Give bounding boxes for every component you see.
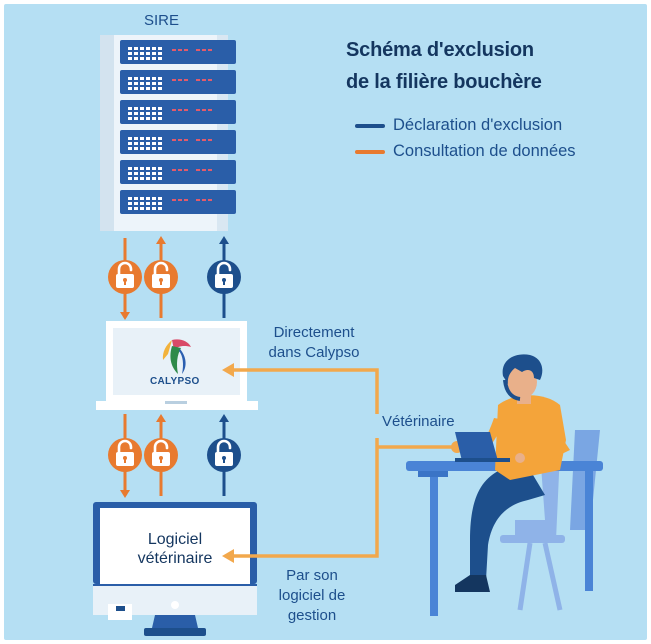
connector-to-vet — [377, 441, 463, 453]
legend-item-declaration: Déclaration d'exclusion — [355, 116, 562, 135]
connector-software — [222, 438, 379, 563]
path-software-line3: gestion — [287, 607, 337, 624]
lock-icon — [205, 436, 243, 474]
calypso-logo-text: CALYPSO — [150, 376, 200, 387]
diagram-title-line1: Schéma d'exclusion — [346, 39, 534, 61]
unlock-icon — [142, 436, 180, 474]
path-direct-label: Directement dans Calypso — [255, 323, 373, 363]
veterinarian-illustration — [406, 354, 603, 616]
connector-direct — [222, 363, 379, 414]
legend-swatch-navy — [355, 123, 385, 128]
server-rack-icon — [100, 35, 236, 231]
legend-item-consultation: Consultation de données — [355, 142, 576, 161]
path-direct-line2: dans Calypso — [268, 344, 360, 361]
diagram-title-line2: de la filière bouchère — [346, 71, 542, 93]
unlock-icon — [106, 258, 144, 296]
path-software-line2: logiciel de — [278, 587, 346, 604]
calypso-logo — [162, 339, 191, 374]
path-direct-line1: Directement — [273, 324, 355, 341]
monitor-icon — [93, 502, 257, 636]
veterinarian-label: Vétérinaire — [382, 413, 455, 430]
legend-swatch-orange — [355, 149, 385, 154]
software-label: Logiciel vétérinaire — [100, 530, 250, 568]
server-label: SIRE — [144, 12, 180, 29]
legend-label-consultation: Consultation de données — [393, 142, 576, 160]
software-label-line1: Logiciel — [147, 531, 203, 548]
legend-label-declaration: Déclaration d'exclusion — [393, 116, 563, 134]
software-label-line2: vétérinaire — [137, 550, 213, 567]
unlock-icon — [106, 436, 144, 474]
lock-icon — [205, 258, 243, 296]
unlock-icon — [142, 258, 180, 296]
path-software-line1: Par son — [286, 567, 338, 584]
path-software-label: Par son logiciel de gestion — [262, 566, 362, 626]
